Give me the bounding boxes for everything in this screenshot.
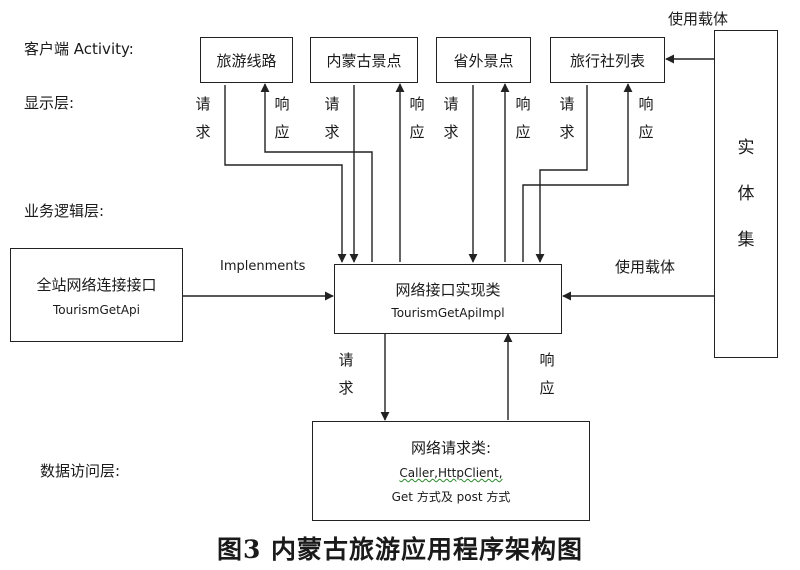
box-inner-mongolia-spots: 内蒙古景点	[310, 37, 418, 83]
layer-label-business: 业务逻辑层:	[24, 202, 105, 220]
use-carrier-label-mid: 使用载体	[615, 258, 676, 276]
figure-caption: 图3 内蒙古旅游应用程序架构图	[216, 535, 584, 564]
interface-title: 全站网络连接接口	[36, 275, 157, 294]
request-label-3: 请求	[443, 95, 459, 141]
response-arrow-4	[522, 83, 633, 262]
request-class-line2: Get 方式及 post 方式	[391, 490, 511, 504]
box-entity-set: 实 体 集	[714, 30, 778, 358]
layer-label-data-access: 数据访问层:	[40, 462, 121, 480]
request-label-2: 请求	[324, 95, 340, 141]
layer-label-client: 客户端 Activity:	[24, 40, 134, 58]
request-label-4: 请求	[559, 95, 575, 141]
layer-label-display: 显示层:	[24, 94, 75, 112]
request-arrow-4	[535, 85, 588, 263]
request-class-line1: Caller,HttpClient,	[399, 466, 503, 480]
response-label-2: 响应	[409, 95, 425, 141]
request-class-title: 网络请求类:	[410, 439, 492, 457]
use-carrier-label-top: 使用载体	[668, 10, 729, 28]
request-label-bottom: 请求	[338, 351, 354, 397]
response-arrow-1	[260, 83, 373, 262]
interface-name: TourismGetApi	[53, 302, 140, 317]
request-label-1: 请求	[195, 95, 211, 141]
response-label-3: 响应	[515, 95, 531, 141]
box-travel-agency-list: 旅行社列表	[550, 37, 665, 83]
box-outer-province-spots: 省外景点	[436, 37, 531, 83]
box-network-request-class: 网络请求类: Caller,HttpClient, Get 方式及 post 方…	[312, 421, 590, 521]
response-label-1: 响应	[274, 95, 290, 141]
box-tourism-route: 旅游线路	[200, 37, 293, 83]
box-site-network-interface: 全站网络连接接口 TourismGetApi	[10, 248, 183, 342]
implements-label: Implenments	[220, 259, 306, 274]
response-label-4: 响应	[638, 95, 654, 141]
response-label-bottom: 响应	[539, 351, 555, 397]
box-network-impl: 网络接口实现类 TourismGetApiImpl	[334, 264, 562, 334]
impl-title: 网络接口实现类	[395, 280, 501, 299]
impl-name: TourismGetApiImpl	[391, 305, 505, 320]
request-arrow-1	[224, 85, 347, 263]
